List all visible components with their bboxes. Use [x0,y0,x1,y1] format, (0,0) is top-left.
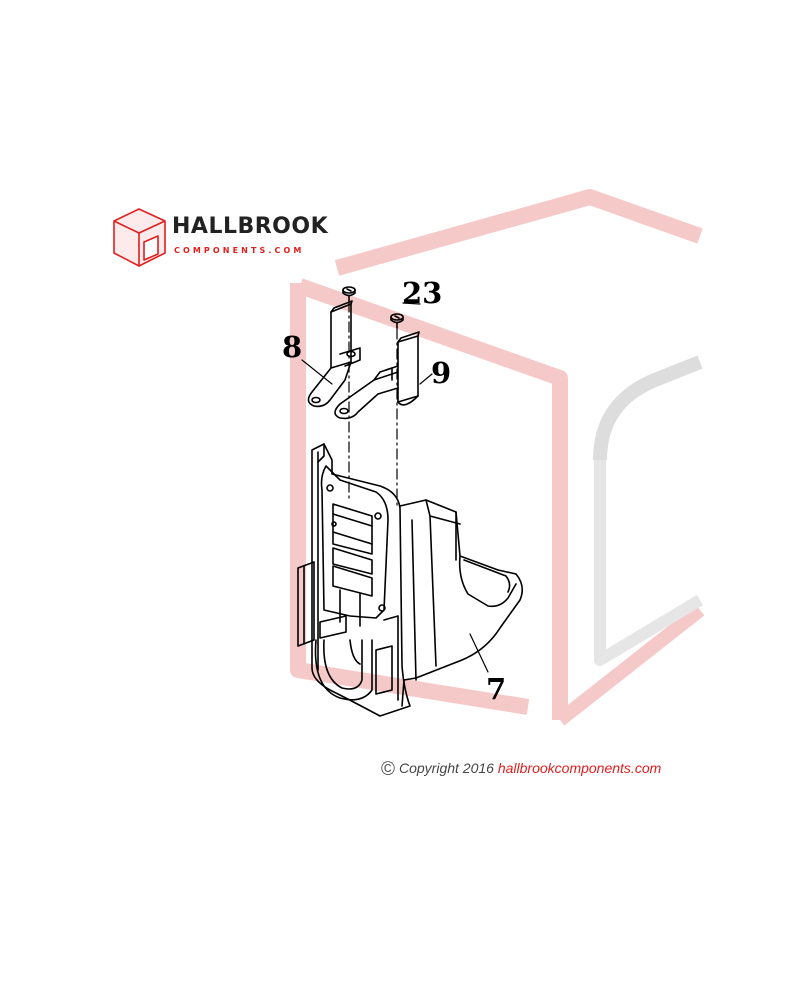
site-link[interactable]: hallbrookcomponents.com [497,760,662,776]
callout-7: 7 [486,672,507,706]
brand-name: HALLBROOK [172,214,329,239]
callout-8: 8 [282,330,303,364]
bracket-8 [307,300,361,408]
copyright-text: Copyright 2016 [399,760,494,776]
callout-9: 9 [431,356,452,390]
screw-23-left [342,286,356,302]
hallbrook-logo-icon [113,208,166,267]
watermark-cube-icon [290,189,705,726]
leader-9 [419,373,433,385]
leader-8 [301,359,333,385]
housing-7 [297,443,524,717]
copyright-notice: ©Copyright 2016 hallbrookcomponents.com [381,759,661,781]
screw-23-right [390,313,404,329]
bracket-9 [334,331,420,420]
brand-subtitle: COMPONENTS.COM [174,246,305,255]
leader-23 [402,302,421,305]
callout-23: 23 [402,276,443,310]
parts-drawing [297,286,524,717]
copyright-icon: © [381,759,395,780]
leader-7 [469,633,489,673]
